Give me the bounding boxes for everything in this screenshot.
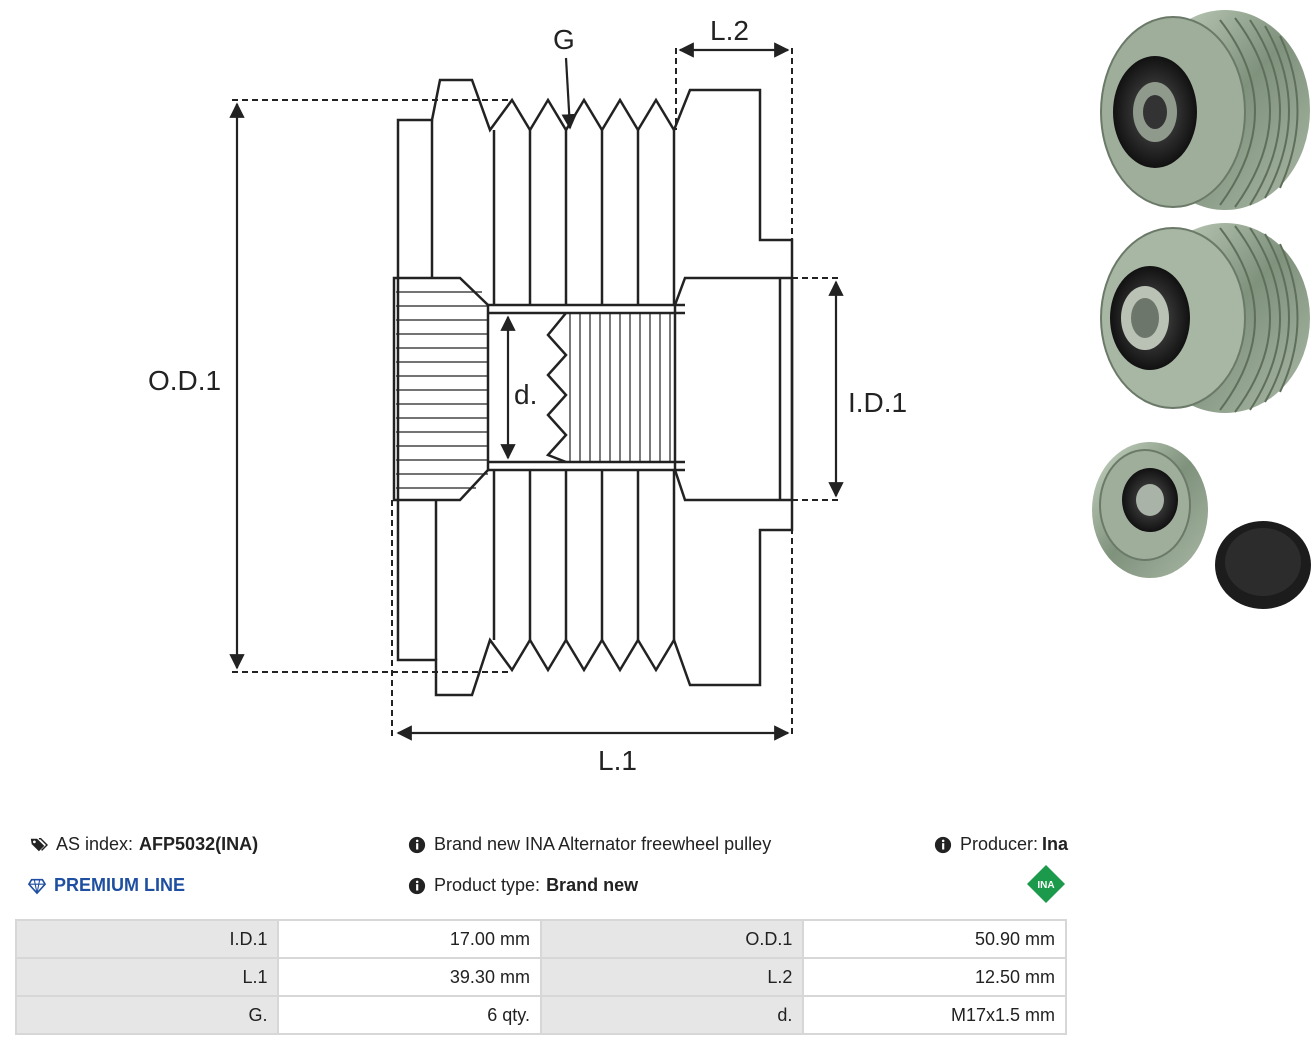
spec-value: 39.30 mm — [277, 957, 542, 997]
spec-value: 12.50 mm — [802, 957, 1067, 997]
producer-label: Producer: — [960, 834, 1039, 854]
label-l1: L.1 — [598, 745, 637, 776]
info-icon — [934, 836, 952, 853]
as-index-label: AS index: — [56, 834, 134, 854]
product-description: Brand new INA Alternator freewheel pulle… — [434, 834, 772, 854]
info-icon — [408, 836, 426, 853]
premium-line-label: PREMIUM LINE — [54, 875, 186, 895]
spec-label: G. — [14, 995, 280, 1035]
spec-table: I.D.1 17.00 mm O.D.1 50.90 mm L.1 39.30 … — [14, 919, 1067, 1035]
pulley-photo-angled — [1100, 223, 1310, 413]
label-od1: O.D.1 — [148, 365, 221, 396]
pulley-photo-with-cap — [1092, 442, 1311, 609]
as-index-row: AS index: AFP5032(INA) — [28, 834, 258, 855]
producer-row: Producer: Ina — [934, 834, 1068, 855]
product-type-value: Brand new — [546, 875, 639, 895]
product-type-label: Product type: — [434, 875, 541, 895]
label-l2: L.2 — [710, 15, 749, 46]
ina-logo: INA — [1027, 865, 1065, 903]
table-row: I.D.1 17.00 mm O.D.1 50.90 mm — [14, 919, 1067, 959]
spec-value: 17.00 mm — [277, 919, 542, 959]
spec-value: 50.90 mm — [802, 919, 1067, 959]
svg-text:INA: INA — [1037, 880, 1054, 891]
label-g: G — [553, 24, 575, 55]
tags-icon — [30, 837, 48, 851]
spec-value: 6 qty. — [277, 995, 542, 1035]
info-icon — [408, 877, 426, 894]
spec-value: M17x1.5 mm — [802, 995, 1067, 1035]
spec-label: L.1 — [14, 957, 280, 997]
spec-label: I.D.1 — [14, 919, 280, 959]
spec-label: d. — [539, 995, 805, 1035]
producer-value: Ina — [1042, 834, 1069, 854]
product-photos — [1092, 10, 1311, 609]
pulley-photo-front — [1100, 10, 1310, 210]
label-d: d. — [514, 379, 537, 410]
spec-label: L.2 — [539, 957, 805, 997]
product-type-row: Product type: Brand new — [408, 875, 638, 896]
spec-label: O.D.1 — [539, 919, 805, 959]
description-row: Brand new INA Alternator freewheel pulle… — [408, 834, 771, 855]
table-row: G. 6 qty. d. M17x1.5 mm — [14, 995, 1067, 1035]
label-id1: I.D.1 — [848, 387, 907, 418]
pulley-technical-drawing: G L.2 O.D.1 I.D.1 d. L.1 — [148, 15, 907, 776]
table-row: L.1 39.30 mm L.2 12.50 mm — [14, 957, 1067, 997]
diamond-icon — [28, 878, 46, 894]
premium-line-row[interactable]: PREMIUM LINE — [28, 875, 185, 896]
as-index-value: AFP5032(INA) — [139, 834, 259, 854]
